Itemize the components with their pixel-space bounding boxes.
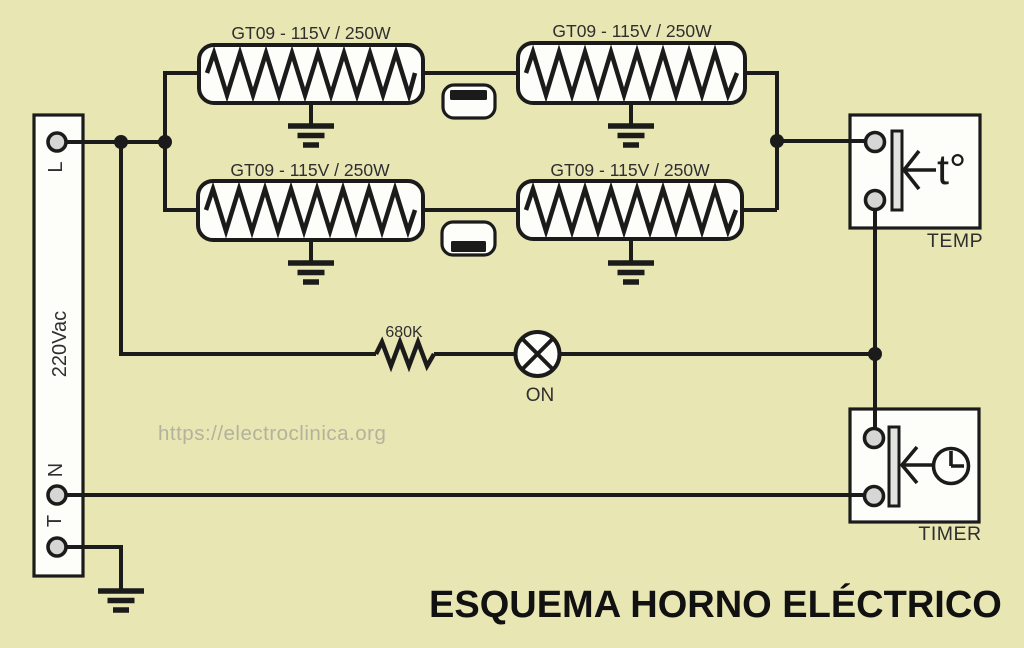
timer-contact-bar bbox=[887, 425, 901, 508]
ground-symbol bbox=[288, 126, 334, 145]
clock-icon bbox=[931, 446, 971, 486]
ground-symbol bbox=[98, 591, 144, 610]
resistor-value: 680K bbox=[385, 324, 423, 341]
timer-terminal-top bbox=[862, 426, 886, 450]
wires bbox=[66, 71, 877, 589]
wire-row2-feed bbox=[163, 142, 198, 212]
wire-row1-feed bbox=[163, 71, 199, 142]
temp-terminal-top bbox=[863, 130, 887, 154]
heater-element-1 bbox=[197, 43, 425, 105]
resistor-symbol bbox=[373, 335, 436, 373]
heater-coil bbox=[523, 44, 740, 103]
timer-switch bbox=[862, 425, 971, 508]
page-title: ESQUEMA HORNO ELÉCTRICO bbox=[429, 582, 1002, 626]
heater-label-1: GT09 - 115V / 250W bbox=[231, 23, 391, 43]
temp-contact-bar bbox=[890, 129, 904, 212]
timer-label: TIMER bbox=[918, 523, 981, 545]
junction-dot bbox=[114, 135, 128, 149]
heater-label-4: GT09 - 115V / 250W bbox=[550, 160, 710, 180]
temp-arrow-head bbox=[901, 149, 921, 191]
wire-ground-stems bbox=[309, 103, 633, 262]
junction-dot bbox=[770, 134, 784, 148]
heater-element-3 bbox=[196, 179, 425, 242]
indicator-lamp bbox=[513, 330, 562, 378]
temp-symbol: t° bbox=[937, 146, 966, 194]
heater-element-2 bbox=[516, 41, 747, 105]
temp-switch bbox=[863, 129, 936, 212]
heater-coil bbox=[523, 181, 739, 239]
lamp-label: ON bbox=[526, 385, 555, 406]
terminal-N bbox=[46, 484, 68, 506]
junction-dot bbox=[158, 135, 172, 149]
voltage-label: 220Vac bbox=[49, 311, 71, 377]
heater-label-2: GT09 - 115V / 250W bbox=[552, 21, 712, 41]
ground-symbol bbox=[288, 263, 334, 282]
heater-coil bbox=[203, 181, 418, 239]
neutral-label: N bbox=[45, 463, 67, 477]
earth-label: T bbox=[44, 515, 66, 527]
wire-earth bbox=[66, 545, 123, 589]
temp-label: TEMP bbox=[927, 230, 983, 252]
thermal-fuse-1 bbox=[441, 83, 497, 120]
heater-coil bbox=[204, 45, 418, 104]
terminal-L bbox=[46, 131, 68, 153]
heater-label-3: GT09 - 115V / 250W bbox=[230, 160, 390, 180]
timer-terminal-bottom bbox=[862, 484, 886, 508]
line-label: L bbox=[45, 161, 67, 172]
wire-right-join bbox=[742, 71, 779, 212]
wire-indicator bbox=[119, 142, 875, 356]
heater-element-4 bbox=[516, 179, 744, 241]
temp-terminal-bottom bbox=[863, 188, 887, 212]
terminal-T bbox=[46, 536, 68, 558]
ground-symbol bbox=[608, 126, 654, 145]
ground-symbol bbox=[608, 263, 654, 282]
junction-dot bbox=[868, 347, 882, 361]
thermal-fuse-2 bbox=[440, 220, 497, 257]
watermark: https://electroclinica.org bbox=[158, 422, 386, 445]
timer-arrow-head bbox=[899, 445, 919, 485]
